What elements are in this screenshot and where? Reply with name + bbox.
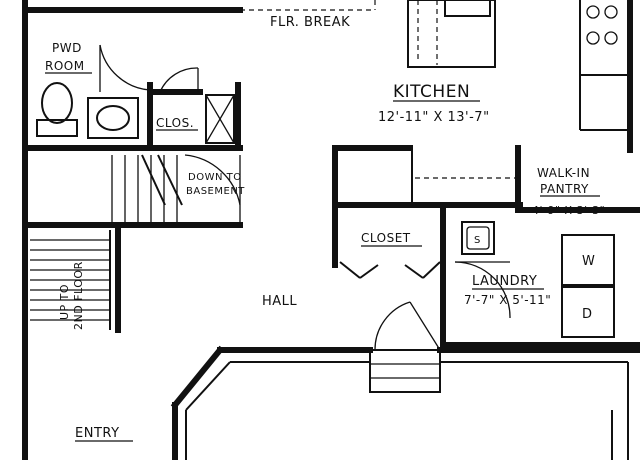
basement-stairs [111,154,241,225]
svg-text:UP TO: UP TO [58,284,71,320]
closet-doors [339,261,441,279]
entry-door [374,301,441,351]
hall-label: HALL [262,294,297,309]
toilet-icon [36,82,78,137]
kitchen-island [407,0,496,68]
down-to-basement-line2: BASEMENT [186,186,245,197]
washer-icon [561,234,615,286]
pantry-dimensions: 4'-9" X 3'-3" [532,204,605,217]
closet-label: CLOSET [361,231,411,245]
laundry-sink-icon [461,221,495,255]
pwd-room-label-line1: PWD [52,41,82,55]
walk-in-pantry-label-line2: PANTRY [540,182,589,196]
laundry-label: LAUNDRY [472,274,537,289]
floor-break-label: FLR. BREAK [270,15,350,30]
dryer-label: D [582,307,593,322]
entry-label: ENTRY [75,426,120,441]
stove [586,5,618,45]
pwd-room-door-swing [99,44,151,91]
kitchen-label: KITCHEN [393,82,470,102]
upper-stairs [30,230,111,330]
kitchen-dimensions: 12'-11" X 13'-7" [378,110,490,125]
entry-steps [369,349,441,393]
down-to-basement-line1: DOWN TO [188,172,242,183]
laundry-sink-label: S [474,235,481,246]
dryer-icon [561,286,615,338]
washer-label: W [582,254,595,269]
sink-vanity-icon [87,97,139,139]
floor-break: FLR. BREAK [240,0,376,30]
pwd-room-label-line2: ROOM [45,59,85,73]
svg-text:2ND FLOOR: 2ND FLOOR [72,261,85,330]
clos-label: CLOS. [156,116,194,130]
wall-inner-lines [185,0,630,460]
closet-shelf-icon [205,94,235,144]
laundry-door-swing [454,261,511,319]
up-to-2nd-floor-label: UP TO 2ND FLOOR [58,261,85,330]
walls [22,0,640,460]
walk-in-pantry-label-line1: WALK-IN [537,166,590,180]
